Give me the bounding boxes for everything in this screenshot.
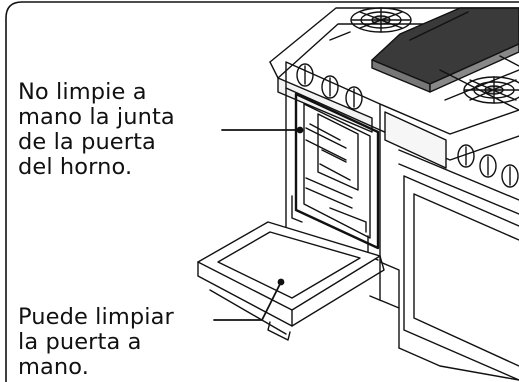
callout-gasket-line: mano la junta bbox=[18, 104, 175, 130]
callout-door-line: Puede limpiar bbox=[18, 304, 174, 330]
burner-back-left-icon bbox=[350, 7, 412, 33]
leader-dot-gasket bbox=[296, 126, 304, 134]
oven-cavity bbox=[294, 92, 380, 250]
knob-icon bbox=[501, 164, 519, 188]
knob-icon bbox=[321, 75, 339, 99]
leader-dot-door bbox=[277, 278, 285, 286]
callout-door-line: mano. bbox=[18, 354, 89, 380]
griddle-plate bbox=[371, 7, 519, 93]
control-panel bbox=[285, 61, 519, 188]
oven-door bbox=[197, 195, 385, 341]
knob-icon bbox=[479, 154, 497, 178]
knob-icon bbox=[457, 144, 475, 168]
diagram-border bbox=[5, 1, 519, 382]
door-gasket bbox=[294, 92, 380, 250]
callout-door-line: la puerta a bbox=[18, 329, 142, 355]
cooktop bbox=[269, 7, 519, 133]
callout-gasket-line: del horno. bbox=[18, 154, 133, 180]
knob-icon bbox=[345, 86, 363, 110]
knob-icon bbox=[296, 63, 314, 87]
callout-gasket-line: de la puerta bbox=[18, 129, 156, 155]
leader-line-door bbox=[213, 283, 281, 321]
right-oven-door bbox=[403, 175, 519, 381]
callout-gasket-line: No limpie a bbox=[18, 79, 147, 105]
burner-front-right-icon bbox=[463, 76, 519, 104]
range-body bbox=[285, 87, 519, 381]
